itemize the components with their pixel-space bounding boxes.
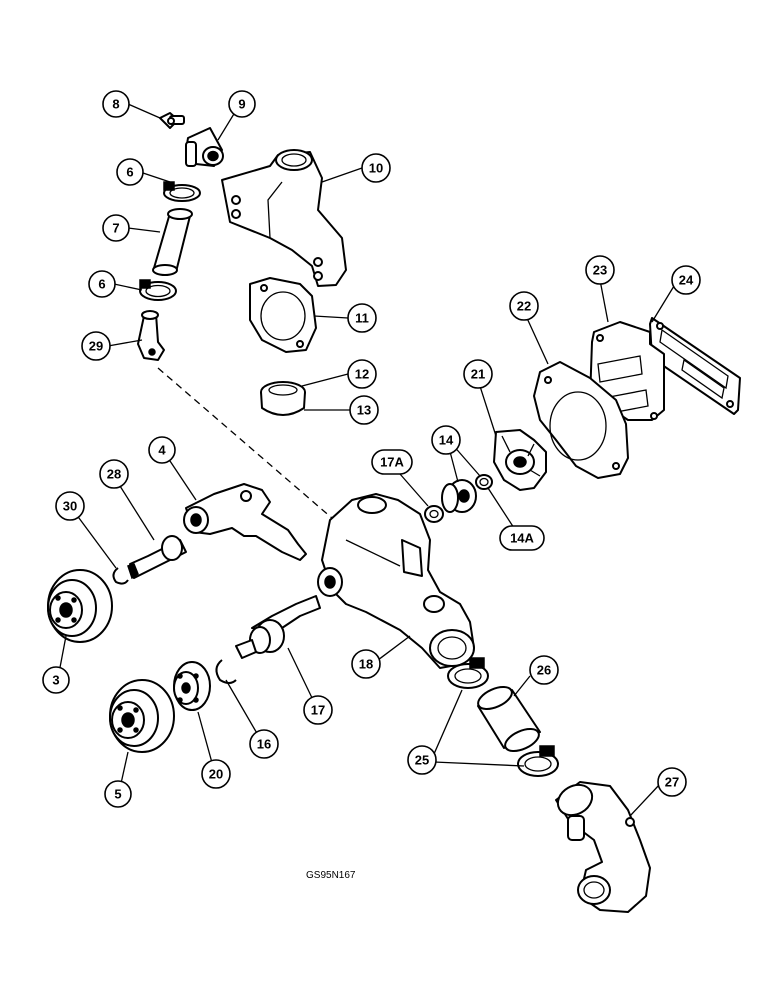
- part-17-shaft-bearing: [235, 595, 321, 659]
- callout-label: 6: [98, 277, 105, 292]
- part-25-clamp-lower: [517, 745, 559, 777]
- callout-14A: 14A: [499, 525, 545, 551]
- callout-label: 28: [107, 467, 121, 482]
- callout-18: 18: [351, 649, 381, 679]
- callout-label: 18: [359, 657, 373, 672]
- callout-30: 30: [55, 491, 85, 521]
- callout-label: 16: [257, 737, 271, 752]
- callout-26: 26: [529, 655, 559, 685]
- part-18-pump-housing: [317, 493, 475, 669]
- part-26-hose-sleeve: [477, 685, 541, 753]
- callout-label: 29: [89, 339, 103, 354]
- callout-7: 7: [102, 214, 130, 242]
- part-24-plate: [649, 317, 741, 415]
- part-22-gasket: [533, 361, 629, 479]
- part-10-thermostat-housing: [221, 149, 347, 287]
- callout-21: 21: [463, 359, 493, 389]
- callout-9: 9: [228, 90, 256, 118]
- callout-12: 12: [347, 359, 377, 389]
- callout-17: 17: [303, 695, 333, 725]
- callout-28: 28: [99, 459, 129, 489]
- part-8-bleed-screw: [159, 112, 185, 129]
- callout-label: 30: [63, 499, 77, 514]
- part-6-hose-clamp-upper: [163, 181, 201, 202]
- part-30-clip: [112, 567, 129, 585]
- callout-label: 4: [158, 443, 166, 458]
- callout-3: 3: [42, 666, 70, 694]
- callout-label: 13: [357, 403, 371, 418]
- callout-8: 8: [102, 90, 130, 118]
- callout-label: 8: [112, 97, 119, 112]
- callout-label: 12: [355, 367, 369, 382]
- callout-16: 16: [249, 729, 279, 759]
- callout-4: 4: [148, 436, 176, 464]
- callout-6-upper: 6: [116, 158, 144, 186]
- callout-17A: 17A: [371, 449, 413, 475]
- callout-label: 14A: [510, 531, 534, 546]
- callout-label: 9: [238, 97, 245, 112]
- callout-29: 29: [81, 331, 111, 361]
- callout-label: 10: [369, 161, 383, 176]
- part-9-valve-fitting: [185, 127, 224, 167]
- callout-label: 26: [537, 663, 551, 678]
- callout-11: 11: [347, 303, 377, 333]
- callout-label: 3: [52, 673, 59, 688]
- part-25-clamp-upper: [447, 657, 489, 689]
- part-21-impeller: [493, 429, 547, 491]
- callout-label: 23: [593, 263, 607, 278]
- callout-label: 17A: [380, 455, 404, 470]
- callout-label: 5: [114, 787, 121, 802]
- part-20-hub: [173, 661, 211, 711]
- callout-label: 6: [126, 165, 133, 180]
- callout-22: 22: [509, 291, 539, 321]
- part-16-clip: [215, 659, 237, 684]
- callout-label: 7: [112, 221, 119, 236]
- callout-13: 13: [349, 395, 379, 425]
- callout-label: 21: [471, 367, 485, 382]
- part-3-pulley: [47, 569, 113, 643]
- figure-code: GS95N167: [306, 870, 356, 881]
- part-27-outlet-elbow: [555, 781, 651, 913]
- callout-20: 20: [201, 759, 231, 789]
- callout-label: 14: [439, 433, 454, 448]
- callout-label: 25: [415, 753, 429, 768]
- callout-5: 5: [104, 780, 132, 808]
- part-11-gasket: [249, 277, 317, 353]
- part-4-bracket: [183, 483, 307, 561]
- alignment-dashed-line: [157, 367, 341, 526]
- part-17A-bushing: [424, 505, 444, 523]
- part-5-pulley: [109, 679, 175, 753]
- callout-25: 25: [407, 745, 437, 775]
- callout-label: 20: [209, 767, 223, 782]
- callout-27: 27: [657, 767, 687, 797]
- callout-14: 14: [431, 425, 461, 455]
- part-12-thermostat: [260, 381, 306, 416]
- part-28-shaft: [127, 535, 187, 580]
- part-29-elbow: [137, 310, 165, 361]
- callout-24: 24: [671, 265, 701, 295]
- callout-label: 17: [311, 703, 325, 718]
- callout-label: 22: [517, 299, 531, 314]
- callout-label: 27: [665, 775, 679, 790]
- callout-6-lower: 6: [88, 270, 116, 298]
- part-7-hose: [152, 208, 193, 276]
- part-14-seal: [441, 479, 477, 513]
- callout-label: 24: [679, 273, 694, 288]
- callout-10: 10: [361, 153, 391, 183]
- callout-label: 11: [355, 311, 369, 326]
- part-6-hose-clamp-lower: [139, 279, 177, 301]
- callout-23: 23: [585, 255, 615, 285]
- part-14A-seal-ring: [475, 474, 493, 490]
